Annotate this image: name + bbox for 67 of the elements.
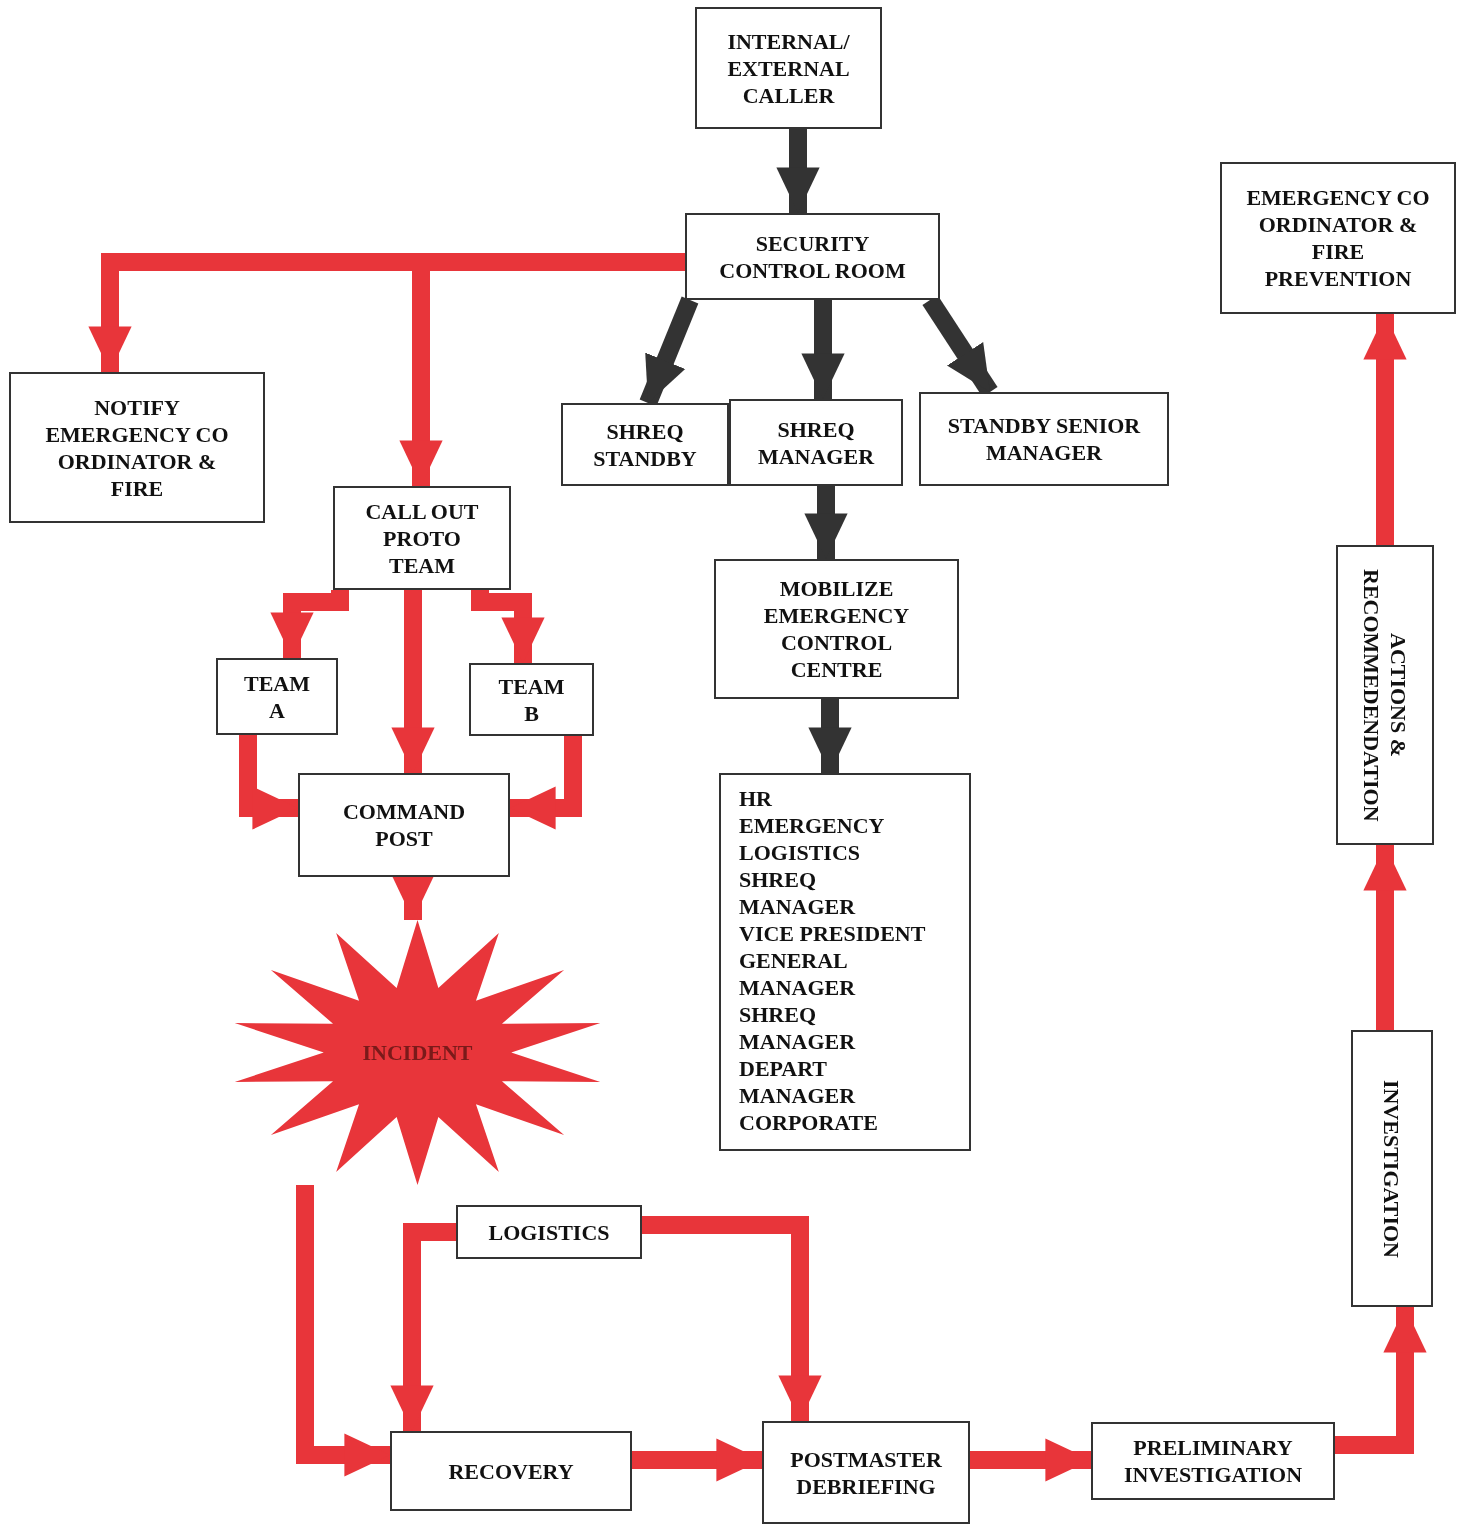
block-arrow [471,590,545,663]
process-box [298,773,510,877]
node-label: CORPORATE [739,1109,878,1136]
process-box [1351,1030,1433,1307]
block-arrow [510,736,582,830]
node-label: VICE PRESIDENT [739,920,926,947]
block-arrow [1335,1307,1427,1454]
process-box [685,213,940,300]
node-label: GENERAL [739,947,848,974]
process-box [9,372,265,523]
process-box [333,486,511,590]
node-label: EMERGENCY [739,812,885,839]
node-label: MANAGER [739,974,856,1001]
process-box [216,658,338,735]
node-label: SHREQ STANDBY [592,417,698,472]
node-label: HR [739,785,772,812]
process-box [695,7,882,129]
block-arrow [390,1223,456,1431]
node-label: STANDBY SENIOR MANAGER [946,412,1142,466]
node-label: SHREQ [739,1001,817,1028]
node-label: RECOVERY [448,1457,574,1485]
process-box [456,1205,642,1259]
block-arrow [801,300,845,399]
node-label: CALL OUT PROTO TEAM [364,497,480,579]
node-label: TEAM A [243,669,311,724]
node-label: COMMAND POST [341,798,467,852]
node-label: ACTIONS & RECOMMEDENDATION [1358,567,1412,824]
process-box [919,392,1169,486]
process-box [762,1421,970,1524]
process-box [561,403,729,486]
block-arrow [270,590,349,658]
block-arrow [391,590,435,773]
node-label: INVESTIGATION [1378,1079,1406,1258]
process-box [714,559,959,699]
list-box [719,773,971,1151]
node-label: MANAGER [739,1082,856,1109]
block-arrow [239,735,298,830]
node-label: PRELIMINARY INVESTIGATION [1122,1434,1304,1488]
node-label: INCIDENT [362,1039,473,1066]
node-label: MANAGER [739,1028,856,1055]
node-label: POSTMASTER DEBRIEFING [789,1445,943,1500]
node-label: SECURITY CONTROL ROOM [718,229,907,284]
process-box [1336,545,1434,845]
process-box [1091,1422,1335,1500]
block-arrow [804,486,848,559]
node-label: LOGISTICS [739,839,861,866]
node-label: NOTIFY EMERGENCY CO ORDINATOR & FIRE [44,393,230,502]
node-label: SHREQ [739,866,817,893]
node-label: MANAGER [739,893,856,920]
node-label: TEAM B [497,672,566,727]
node-label: SHREQ MANAGER [756,415,876,470]
block-arrow [1363,314,1407,545]
block-arrow [1363,845,1407,1030]
process-box [1220,162,1456,314]
block-arrow [642,1216,822,1421]
node-label: MOBILIZE EMERGENCY CONTROL CENTRE [762,575,911,683]
node-label: DEPART [739,1055,828,1082]
node-label: LOGISTICS [488,1218,610,1246]
process-box [729,399,903,486]
process-box [469,663,594,736]
block-arrow [632,1438,762,1482]
node-label: INTERNAL/ EXTERNAL CALLER [726,27,851,109]
block-arrow [970,1438,1091,1482]
node-label: EMERGENCY CO ORDINATOR & FIRE PREVENTION [1246,184,1430,292]
block-arrow [808,699,852,773]
block-arrow [776,129,820,213]
process-box [390,1431,632,1511]
